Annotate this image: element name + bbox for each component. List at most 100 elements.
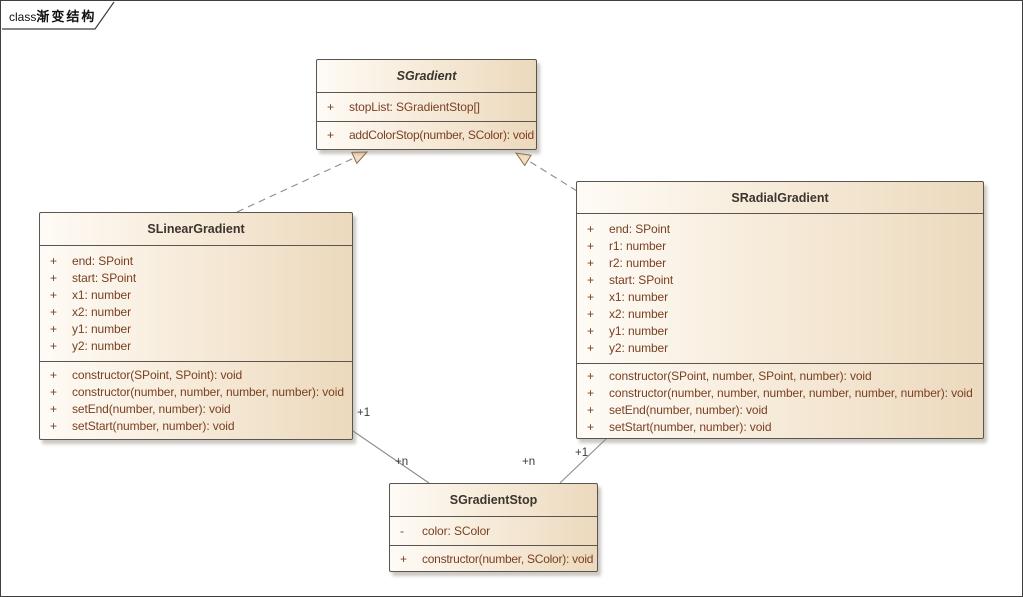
visibility-marker: +: [587, 256, 595, 270]
attribute-text: y2: number: [72, 339, 132, 353]
operation-text: addColorStop(number, SColor): void: [349, 128, 534, 142]
attributes-compartment: + stopList: SGradientStop[]: [317, 93, 536, 122]
operation-row: + constructor(SPoint, SPoint): void: [40, 367, 352, 384]
attributes-compartment: +end: SPoint +start: SPoint +x1: number …: [40, 246, 352, 362]
attribute-text: x2: number: [72, 305, 132, 319]
multiplicity-label[interactable]: +1: [357, 407, 371, 419]
attribute-text: y1: number: [609, 324, 669, 338]
visibility-marker: +: [587, 307, 595, 321]
visibility-marker: +: [50, 271, 58, 285]
visibility-marker: +: [587, 369, 595, 383]
visibility-marker: +: [50, 419, 58, 433]
attribute-row: + y2: number: [40, 338, 352, 355]
attribute-row: +y2: number: [577, 340, 983, 357]
operation-text: setEnd(number, number): void: [609, 403, 768, 417]
multiplicity-label[interactable]: +n: [522, 456, 536, 468]
operations-compartment: + constructor(number, SColor): void: [390, 546, 597, 572]
multiplicity-label[interactable]: +1: [575, 447, 589, 459]
attribute-row: + end: SPoint: [40, 253, 352, 270]
attribute-row: + start: SPoint: [40, 270, 352, 287]
realization-radial-to-gradient: [514, 152, 578, 192]
operation-text: constructor(number, number, number, numb…: [609, 386, 973, 400]
operation-text: setStart(number, number): void: [609, 420, 772, 434]
attribute-text: x2: number: [609, 307, 669, 321]
class-sgradientstop[interactable]: SGradientStop - color: SColor + construc…: [389, 483, 598, 572]
attribute-text: end: SPoint: [72, 254, 133, 268]
operation-row: + setStart(number, number): void: [577, 419, 983, 436]
frame-tab-label: class渐变结构: [9, 6, 96, 25]
realization-linear-to-gradient: [236, 151, 369, 213]
attribute-text: stopList: SGradientStop[]: [349, 99, 480, 114]
operation-text: constructor(number, number, number, numb…: [72, 385, 344, 399]
visibility-marker: +: [587, 403, 595, 417]
visibility-marker: +: [50, 288, 58, 302]
visibility-marker: +: [400, 551, 408, 566]
attribute-text: y1: number: [72, 322, 132, 336]
visibility-marker: +: [587, 290, 595, 304]
attribute-text: start: SPoint: [72, 271, 137, 285]
visibility-marker: +: [327, 99, 335, 114]
visibility-marker: -: [400, 523, 404, 538]
visibility-marker: +: [587, 386, 595, 400]
frame-keyword: class: [9, 10, 37, 24]
operation-text: constructor(number, SColor): void: [422, 551, 594, 566]
operation-row: + setEnd(number, number): void: [40, 401, 352, 418]
operation-text: constructor(SPoint, SPoint): void: [72, 368, 243, 382]
visibility-marker: +: [50, 339, 58, 353]
attribute-text: color: SColor: [422, 523, 491, 538]
multiplicity-label[interactable]: +n: [395, 456, 409, 468]
visibility-marker: +: [50, 254, 58, 268]
visibility-marker: +: [587, 273, 595, 287]
attribute-row: + x2: number: [577, 306, 983, 323]
operation-row: + constructor(SPoint, number, SPoint, num…: [577, 368, 983, 385]
attribute-row: + end: SPoint: [577, 221, 983, 238]
attribute-row: + y1: number: [40, 321, 352, 338]
attribute-row: + y1: number: [577, 323, 983, 340]
visibility-marker: +: [50, 385, 58, 399]
operation-row: + constructor(number, number, number, num…: [40, 384, 352, 401]
attribute-row: + start: SPoint: [577, 272, 983, 289]
attribute-row: + x1: number: [577, 289, 983, 306]
class-sgradient[interactable]: SGradient + stopList: SGradientStop[] + …: [316, 59, 537, 150]
attribute-row: + stopList: SGradientStop[]: [317, 99, 536, 116]
operation-text: setEnd(number, number): void: [72, 402, 231, 416]
visibility-marker: +: [587, 420, 595, 434]
class-name: SGradientStop: [390, 484, 597, 517]
operation-text: setStart(number, number): void: [72, 419, 235, 433]
attribute-text: x1: number: [609, 290, 669, 304]
visibility-marker: +: [587, 222, 595, 236]
attributes-compartment: +end: SPoint +r1: number +r2: number +st…: [577, 214, 983, 364]
diagram-title: 渐变结构: [36, 9, 97, 24]
operation-text: constructor(SPoint, number, SPoint, numb…: [609, 369, 872, 383]
visibility-marker: +: [587, 324, 595, 338]
operations-compartment: + constructor(SPoint, number, SPoint, num…: [577, 364, 983, 439]
attribute-row: + x2: number: [40, 304, 352, 321]
visibility-marker: +: [327, 128, 335, 142]
visibility-marker: +: [50, 402, 58, 416]
visibility-marker: +: [50, 368, 58, 382]
association-linear-to-stop: [352, 430, 430, 484]
attribute-text: start: SPoint: [609, 273, 674, 287]
attribute-row: + r2: number: [577, 255, 983, 272]
attributes-compartment: - color: SColor: [390, 517, 597, 546]
class-name: SRadialGradient: [577, 182, 983, 214]
visibility-marker: +: [50, 322, 58, 336]
attribute-row: +x1: number: [40, 287, 352, 304]
attribute-row: - color: SColor: [390, 523, 597, 540]
operations-compartment: + constructor(SPoint, SPoint): void + cons…: [40, 362, 352, 439]
attribute-text: end: SPoint: [609, 222, 670, 236]
class-slineargradient[interactable]: SLinearGradient + end: SPoint + start: SPo…: [39, 212, 353, 440]
operations-compartment: + addColorStop(number, SColor): void: [317, 122, 536, 149]
visibility-marker: +: [587, 239, 595, 253]
class-name: SLinearGradient: [40, 213, 352, 246]
operation-row: + addColorStop(number, SColor): void: [317, 127, 536, 144]
operation-row: + constructor(number, SColor): void: [390, 551, 597, 568]
association-radial-to-stop: [559, 438, 607, 484]
operation-row: + setEnd(number, number): void: [577, 402, 983, 419]
visibility-marker: +: [587, 341, 595, 355]
visibility-marker: +: [50, 305, 58, 319]
class-sradialgradient[interactable]: SRadialGradient +end: SPoint +r1: number…: [576, 181, 984, 439]
operation-row: + constructor(number, number, number, num…: [577, 385, 983, 402]
attribute-text: r2: number: [609, 256, 667, 270]
